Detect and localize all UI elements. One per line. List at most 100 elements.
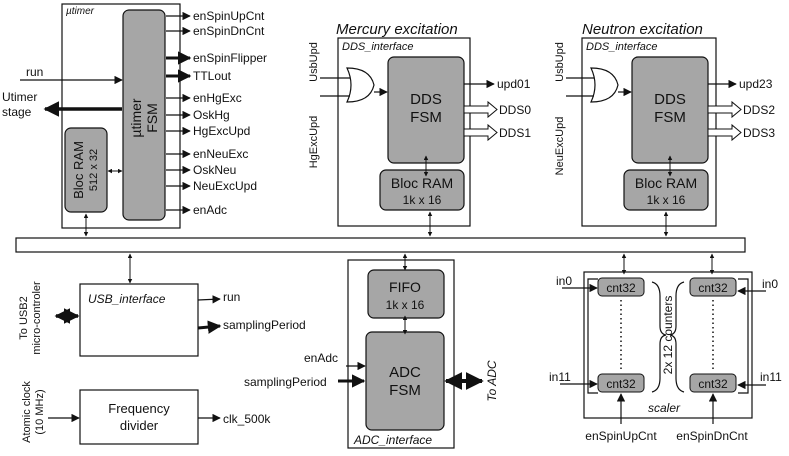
mercury-box-title: DDS_interface <box>342 41 414 53</box>
utimer-ram-label-2: 512 x 32 <box>88 149 100 191</box>
mercury-dds0-arrow <box>463 100 498 119</box>
usb-frame <box>79 283 199 357</box>
utimer-fsm-label-1: µtimer <box>128 98 144 138</box>
utimer-title: µtimer <box>66 6 95 17</box>
mercury-input-1: UsbUpd <box>308 42 320 82</box>
neutron-output-dds3: DDS3 <box>743 126 775 140</box>
adc-input-1: enAdc <box>304 351 338 365</box>
adc-box-title: ADC_interface <box>353 433 432 447</box>
utimer-output-label: enSpinFlipper <box>193 51 267 65</box>
neutron-output-dds2: DDS2 <box>743 103 775 117</box>
mercury-heading: Mercury excitation <box>336 21 458 38</box>
clock-block: Frequency divider Atomic clock (10 MHz) … <box>21 381 271 445</box>
scaler-block: scaler cnt32 cnt32 cnt32 cnt32 2x 12 cou… <box>549 253 782 443</box>
divider-label-1: Frequency <box>108 401 170 416</box>
adc-fsm-label-1: ADC <box>389 364 421 381</box>
scaler-enable-right: enSpinDnCnt <box>676 429 748 443</box>
utimer-outputs: enSpinUpCntenSpinDnCntenSpinFlipperTTLou… <box>166 9 267 217</box>
adc-fifo-label-2: 1k x 16 <box>386 298 425 312</box>
utimer-output-label: TTLout <box>193 69 232 83</box>
mercury-output-dds0: DDS0 <box>499 103 531 117</box>
counter-left-bottom <box>597 373 645 393</box>
mercury-input-2: HgExcUpd <box>308 116 320 169</box>
utimer-stage-label-2: stage <box>2 105 32 119</box>
counter-right-top <box>689 277 737 297</box>
usb-side-label-1: To USB2 <box>18 296 30 339</box>
neutron-fsm-label-1: DDS <box>654 91 686 108</box>
adc-input-2: samplingPeriod <box>244 375 327 389</box>
neutron-ram-label-1: Bloc RAM <box>635 175 697 191</box>
utimer-output-label: OskNeu <box>193 163 236 177</box>
mercury-ram-label-2: 1k x 16 <box>403 193 442 207</box>
neutron-output-upd: upd23 <box>739 77 773 91</box>
utimer-output-label: NeuExcUpd <box>193 179 257 193</box>
adc-interface-block: FIFO 1k x 16 ADC FSM ADC_interface enAdc… <box>244 253 499 449</box>
scaler-left-bracket <box>587 278 598 394</box>
usb-output-sampling: samplingPeriod <box>223 318 306 332</box>
utimer-output-label: enNeuExc <box>193 147 248 161</box>
counter-right-bottom <box>689 373 737 393</box>
frequency-divider <box>79 389 199 445</box>
usb-run-arrow <box>197 295 221 304</box>
scaler-in-bottom-left: in11 <box>549 370 571 384</box>
utimer-output-label: enAdc <box>193 203 227 217</box>
adc-side-label: To ADC <box>485 360 499 401</box>
scaler-brace-left <box>651 281 667 393</box>
mercury-output-upd: upd01 <box>497 77 531 91</box>
utimer-output-label: HgExcUpd <box>193 124 250 138</box>
counter-right-top-label: cnt32 <box>698 281 728 295</box>
mercury-bloc-ram <box>379 169 465 211</box>
mercury-ram-label-1: Bloc RAM <box>391 175 453 191</box>
counter-left-top <box>597 277 645 297</box>
counter-left-top-label: cnt32 <box>606 281 636 295</box>
usb-side-label-2: micro-controler <box>31 281 43 355</box>
neutron-or-gate <box>590 67 619 103</box>
utimer-run-input-label: run <box>26 65 43 79</box>
divider-label-2: divider <box>120 418 159 433</box>
adc-fifo-label-1: FIFO <box>389 279 421 295</box>
usb-output-run: run <box>223 290 240 304</box>
utimer-output-label: enSpinDnCnt <box>193 24 265 38</box>
neutron-excitation-block: Neutron excitation DDS_interface DDS FSM… <box>554 21 775 237</box>
clock-output: clk_500k <box>223 412 271 426</box>
scaler-box-title: scaler <box>648 401 681 415</box>
utimer-ram-label-1: Bloc RAM <box>71 141 86 199</box>
utimer-fsm-label-2: FSM <box>144 103 160 133</box>
scaler-in-top-right: in0 <box>762 277 778 291</box>
mercury-fsm-label-1: DDS <box>410 91 442 108</box>
usb-sampling-arrow <box>197 320 222 334</box>
counter-right-bottom-label: cnt32 <box>698 377 728 391</box>
neutron-heading: Neutron excitation <box>582 21 703 38</box>
scaler-in-bottom-right: in11 <box>760 370 782 384</box>
neutron-input-1: UsbUpd <box>554 42 566 82</box>
neutron-box-title: DDS_interface <box>586 41 658 53</box>
mercury-dds1-arrow <box>463 123 498 142</box>
system-bus <box>15 237 746 253</box>
neutron-bloc-ram <box>623 169 709 211</box>
mercury-excitation-block: Mercury excitation DDS_interface DDS FSM… <box>308 21 531 237</box>
scaler-enable-left: enSpinUpCnt <box>585 429 657 443</box>
mercury-output-dds1: DDS1 <box>499 126 531 140</box>
neutron-dds3-arrow <box>707 123 742 142</box>
neutron-dds2-arrow <box>707 100 742 119</box>
utimer-output-label: OskHg <box>193 108 230 122</box>
utimer-bloc-ram <box>64 127 108 213</box>
scaler-right-bracket <box>738 278 749 394</box>
clock-side-label-1: Atomic clock <box>21 381 33 443</box>
scaler-center-label: 2x 12 counters <box>661 296 675 375</box>
scaler-brace-right <box>669 281 685 393</box>
scaler-in-top-left: in0 <box>556 274 572 288</box>
clock-side-label-2: (10 MHz) <box>34 389 46 434</box>
neutron-input-2: NeuExcUpd <box>554 117 566 176</box>
usb-interface-block: USB_interface To USB2 micro-controler ru… <box>18 253 306 357</box>
utimer-output-label: enHgExc <box>193 91 242 105</box>
mercury-or-gate <box>346 67 375 103</box>
utimer-stage-label-1: Utimer <box>2 90 37 104</box>
usb-box-title: USB_interface <box>88 292 166 306</box>
counter-left-bottom-label: cnt32 <box>606 377 636 391</box>
adc-fsm <box>365 331 445 431</box>
adc-fsm-label-2: FSM <box>389 382 421 399</box>
neutron-fsm-label-2: FSM <box>654 109 686 126</box>
